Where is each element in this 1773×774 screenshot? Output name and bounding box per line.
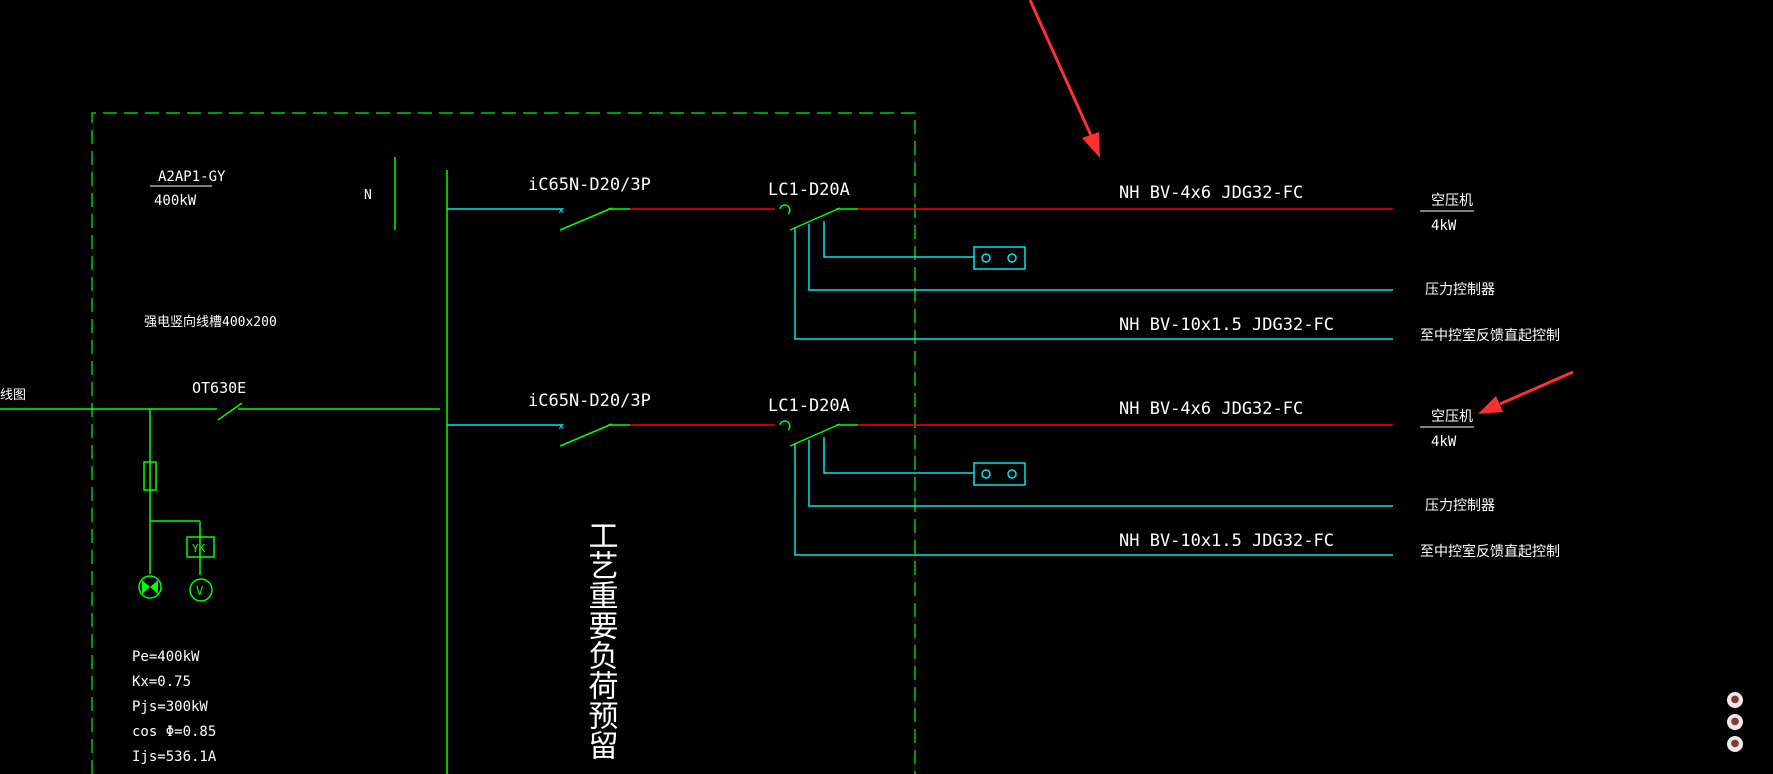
breaker-label: iC65N-D20/3P: [528, 391, 651, 411]
terminal-box-icon: [973, 246, 1026, 270]
power-cable-label: NH BV-4x6 JDG32-FC: [1119, 399, 1303, 419]
breaker-x: ×: [558, 420, 565, 433]
control-wire-pressure: [808, 440, 1393, 507]
tray-label: 强电竖向线槽400x200: [144, 314, 277, 330]
calc-line-1: Pe=400kW: [132, 649, 200, 665]
signal-cable-label: NH BV-10x1.5 JDG32-FC: [1119, 531, 1334, 551]
contactor-blade: [789, 207, 841, 231]
meter-box: [186, 536, 215, 558]
cabinet-outline: [91, 112, 916, 774]
tool-button-1[interactable]: ●: [1727, 692, 1743, 708]
signal-dest-label: 至中控室反馈直起控制: [1420, 543, 1560, 560]
tool-button-2[interactable]: ●: [1727, 714, 1743, 730]
power-cable-label: NH BV-4x6 JDG32-FC: [1119, 183, 1303, 203]
circuit-group-1: × iC65N-D20/3P LC1-D20A NH BV-4x6 JDG32-…: [447, 175, 1560, 344]
annotation-arrow: [1028, 0, 1100, 158]
load-name: 空压机: [1431, 193, 1473, 209]
tool-button-3[interactable]: ●: [1727, 736, 1743, 752]
annotation-arrow: [1478, 370, 1574, 414]
panel-power-label: 400kW: [154, 193, 197, 209]
control-label: 压力控制器: [1425, 282, 1495, 298]
fuse-symbol: [143, 461, 157, 491]
control-wire-pressure: [808, 224, 1393, 291]
contactor-hook: [779, 204, 791, 215]
breaker-blade: [559, 207, 613, 231]
neutral-label: N: [364, 188, 372, 203]
control-wire-terminal: [823, 437, 974, 474]
control-label: 压力控制器: [1425, 498, 1495, 514]
signal-lamp-icon: [138, 575, 162, 599]
meter-label: YK: [192, 542, 206, 555]
voltmeter-label: V: [196, 584, 203, 598]
contactor-label: LC1-D20A: [768, 180, 850, 200]
signal-wire: [794, 444, 1393, 556]
reserve-note: 工艺重要负荷预留: [583, 520, 619, 760]
calc-line-2: Kx=0.75: [132, 674, 191, 690]
main-switch-blade: [217, 402, 243, 421]
panel-id-label: A2AP1-GY: [158, 169, 226, 185]
breaker-label: iC65N-D20/3P: [528, 175, 651, 195]
signal-dest-label: 至中控室反馈直起控制: [1420, 327, 1560, 344]
breaker-blade: [559, 423, 613, 447]
signal-cable-label: NH BV-10x1.5 JDG32-FC: [1119, 315, 1334, 335]
load-power: 4kW: [1431, 218, 1457, 234]
signal-wire: [794, 228, 1393, 340]
load-power: 4kW: [1431, 434, 1457, 450]
control-wire-terminal: [823, 221, 974, 258]
circuit-group-2: × iC65N-D20/3P LC1-D20A NH BV-4x6 JDG32-…: [447, 391, 1560, 560]
contactor-blade: [789, 423, 841, 447]
terminal-box-icon: [973, 462, 1026, 486]
contactor-label: LC1-D20A: [768, 396, 850, 416]
calc-line-3: Pjs=300kW: [132, 699, 208, 715]
main-switch-label: OT630E: [192, 379, 246, 397]
calc-line-4: cos Φ=0.85: [132, 724, 216, 740]
calc-line-5: Ijs=536.1A: [132, 749, 217, 765]
side-toolbar: ● ● ●: [1727, 686, 1767, 758]
incoming-label: 线图: [0, 388, 26, 403]
breaker-x: ×: [558, 204, 565, 217]
contactor-hook: [779, 420, 791, 431]
voltmeter-icon: [189, 578, 213, 602]
load-name: 空压机: [1431, 409, 1473, 425]
